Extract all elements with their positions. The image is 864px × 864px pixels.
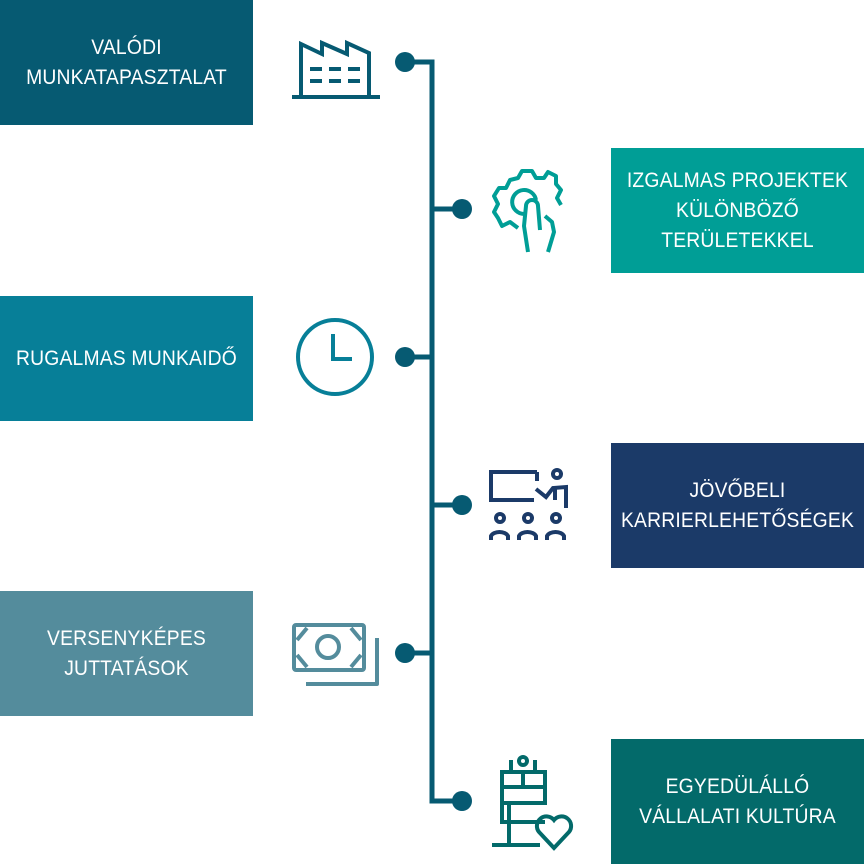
benefit-label: IZGALMAS PROJEKTEK KÜLÖNBÖZŐ TERÜLETEKKE…: [626, 168, 849, 252]
benefit-box-career: JÖVŐBELI KARRIERLEHETŐSÉGEK: [611, 443, 864, 568]
benefit-box-flexible-hours: RUGALMAS MUNKAIDŐ: [0, 296, 253, 421]
benefit-label: VALÓDI MUNKATAPASZTALAT: [26, 35, 227, 89]
money-icon: [292, 623, 379, 686]
presentation-icon: [489, 468, 568, 540]
clock-icon: [296, 318, 374, 396]
benefit-box-projects: IZGALMAS PROJEKTEK KÜLÖNBÖZŐ TERÜLETEKKE…: [611, 148, 864, 273]
team-heart-icon: [492, 755, 574, 851]
timeline-dot: [452, 495, 472, 515]
timeline-dot: [452, 199, 472, 219]
benefit-box-work-experience: VALÓDI MUNKATAPASZTALAT: [0, 0, 253, 125]
factory-icon: [292, 39, 380, 99]
benefit-label: VERSENYKÉPES JUTTATÁSOK: [47, 626, 206, 680]
benefit-label: JÖVŐBELI KARRIERLEHETŐSÉGEK: [620, 478, 855, 532]
gear-hand-icon: [492, 169, 563, 253]
benefit-label: EGYEDÜLÁLLÓ VÁLLALATI KULTÚRA: [639, 774, 836, 828]
timeline-dot: [395, 643, 415, 663]
benefit-box-compensation: VERSENYKÉPES JUTTATÁSOK: [0, 591, 253, 716]
timeline-dot: [452, 791, 472, 811]
benefit-box-culture: EGYEDÜLÁLLÓ VÁLLALATI KULTÚRA: [611, 739, 864, 864]
timeline-dot: [395, 347, 415, 367]
timeline-dot: [395, 52, 415, 72]
benefit-label: RUGALMAS MUNKAIDŐ: [15, 346, 238, 370]
